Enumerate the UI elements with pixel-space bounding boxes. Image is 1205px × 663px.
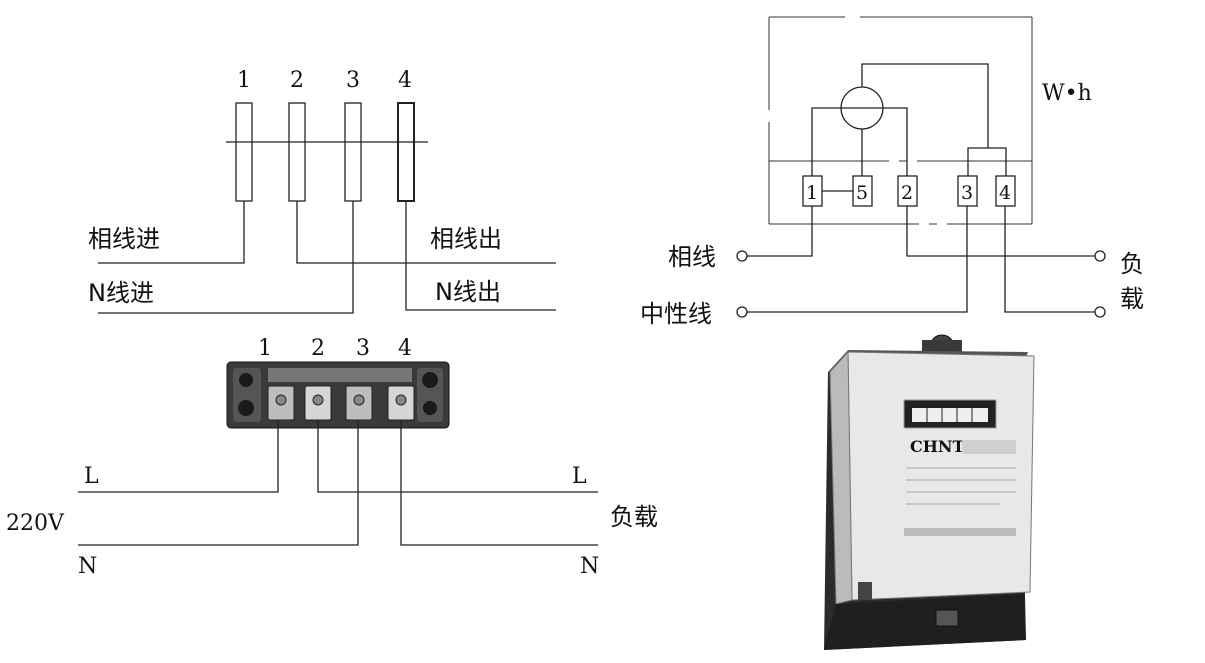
wire-load-top: [906, 206, 1095, 257]
label-load-top: 负: [1120, 250, 1144, 278]
label-l-right: L: [572, 464, 587, 489]
wire-neutral-in: [98, 201, 354, 314]
diagram-meter-schematic: W•h 1 5 2 3 4 相线 中性线 负 载: [640, 16, 1144, 328]
wire-phase: [747, 206, 813, 257]
wire-phase-out: [296, 201, 556, 264]
node-load-bottom-icon: [1094, 306, 1106, 318]
terminal-block-photo: [226, 361, 450, 429]
label-load: 负载: [610, 503, 658, 531]
terminal-slot-3: [344, 102, 362, 202]
terminal-number-2: 2: [290, 68, 304, 93]
label-n-left: N: [78, 554, 97, 579]
block-number-3: 3: [356, 336, 370, 361]
wire-coil-top: [861, 63, 989, 148]
terminal-slot-1: [235, 102, 253, 202]
block-number-1: 1: [258, 336, 272, 361]
label-voltage: 220V: [6, 511, 65, 536]
label-l-left: L: [84, 464, 99, 489]
wire-link-3-4: [967, 147, 1007, 176]
wire-load-bottom: [1004, 206, 1095, 313]
meter-brand: CHNT: [910, 437, 964, 456]
terminal-number-1: 1: [237, 68, 251, 93]
terminal-slot-4: [397, 102, 415, 202]
node-load-top-icon: [1094, 250, 1106, 262]
terminal-number-3: 3: [346, 68, 360, 93]
label-load-bottom: 载: [1120, 285, 1144, 313]
meter-terminal-label-2: 2: [901, 182, 913, 204]
wire-phase-in: [98, 201, 245, 264]
label-phase-in: 相线进: [88, 225, 160, 253]
wire-neutral-out: [405, 201, 556, 311]
meter-terminal-label-4: 4: [999, 182, 1011, 204]
label-phase-out: 相线出: [430, 225, 502, 253]
label-neutral-out: N线出: [435, 278, 501, 306]
diagram-terminal-block-wiring: 1 2 3 4 L N 220V L: [6, 336, 658, 579]
wire-l-in: [78, 420, 279, 493]
wire-neutral: [747, 206, 968, 313]
wire-coil-left: [811, 107, 841, 176]
wire-coil-right: [883, 107, 908, 176]
label-neutral: 中性线: [640, 300, 712, 328]
meter-terminal-label-3: 3: [961, 182, 973, 204]
node-neutral-icon: [736, 306, 748, 318]
label-n-right: N: [580, 554, 599, 579]
block-number-4: 4: [398, 336, 412, 361]
label-neutral-in: N线进: [88, 279, 154, 307]
wire-n-out: [400, 420, 598, 546]
terminal-slot-2: [288, 102, 306, 202]
meter-terminal-label-1: 1: [806, 182, 818, 204]
block-number-2: 2: [311, 336, 325, 361]
unit-label: W•h: [1042, 81, 1092, 106]
node-phase-icon: [736, 250, 748, 262]
wire-l-out: [317, 420, 598, 493]
diagram-terminal-strip: 1 2 3 4 相线进 N线进 相线出 N线出: [88, 68, 556, 314]
electricity-meter-photo: CHNT: [824, 334, 1035, 650]
wire-n-in: [78, 420, 359, 546]
terminal-number-4: 4: [398, 68, 412, 93]
label-phase: 相线: [668, 243, 716, 271]
meter-terminal-label-5: 5: [856, 182, 868, 204]
